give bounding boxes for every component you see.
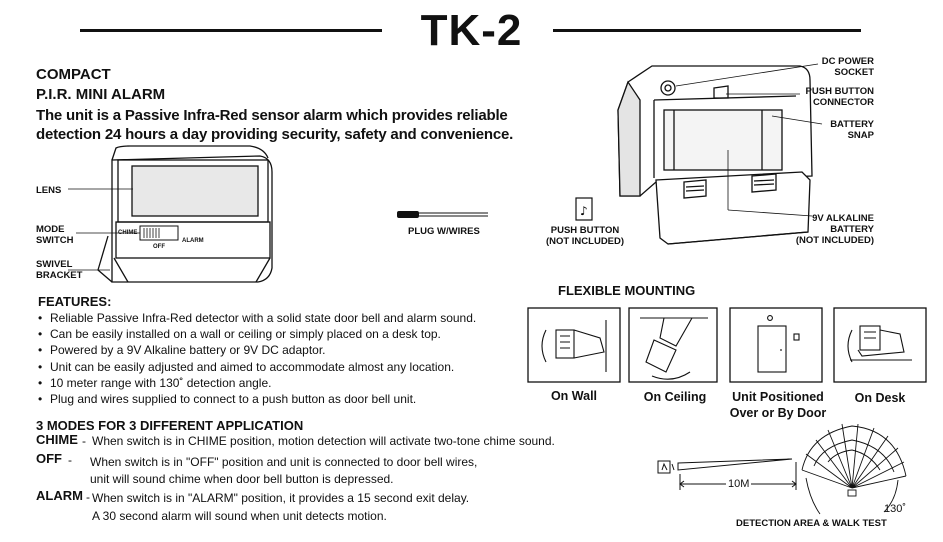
lens-label: LENS — [36, 185, 62, 196]
title-rule-left — [80, 29, 382, 32]
plug-label: PLUG W/WIRES — [408, 226, 480, 237]
intro-line-1: The unit is a Passive Infra-Red sensor a… — [36, 107, 508, 124]
door-mount-icon — [757, 315, 800, 373]
battery-snap-label-1: BATTERY — [830, 119, 874, 130]
intro-line-2: detection 24 hours a day providing secur… — [36, 126, 514, 143]
feature-item: 10 meter range with 130˚ detection angle… — [36, 375, 526, 391]
product-subtitle: P.I.R. MINI ALARM — [36, 86, 166, 103]
battery-snap-label-2: SNAP — [847, 130, 874, 141]
feature-item: Powered by a 9V Alkaline battery or 9V D… — [36, 342, 526, 358]
alkaline-label-2: BATTERY — [830, 224, 874, 235]
page-title: TK-2 — [420, 6, 523, 55]
mode-switch-label-1: MODE — [36, 224, 65, 235]
push-button-label-1: PUSH BUTTON — [550, 225, 620, 236]
caption-on-desk: On Desk — [854, 391, 906, 405]
caption-door-1: Unit Positioned — [732, 390, 824, 404]
swivel-label-2: BRACKET — [36, 270, 83, 281]
title-rule-right — [553, 29, 861, 32]
mode-alarm-key: ALARM — [36, 488, 83, 503]
detection-caption: DETECTION AREA & WALK TEST — [736, 518, 887, 529]
wall-mount-icon — [541, 320, 607, 372]
svg-text:♪: ♪ — [580, 204, 588, 218]
feature-item: Reliable Passive Infra-Red detector with… — [36, 310, 526, 326]
compact-label: COMPACT — [36, 66, 111, 83]
mode-alarm-text-2: A 30 second alarm will sound when unit d… — [92, 509, 387, 523]
feature-item: Unit can be easily adjusted and aimed to… — [36, 359, 526, 375]
dc-power-label-1: DC POWER — [821, 56, 874, 67]
mode-off-text-2: unit will sound chime when door bell but… — [90, 472, 394, 486]
caption-door-2: Over or By Door — [729, 406, 827, 420]
range-label: 10M — [726, 478, 752, 490]
detection-fan — [801, 423, 907, 515]
desk-mount-icon — [847, 325, 912, 363]
mode-alarm-dash: - — [86, 490, 90, 504]
mode-off-dash: - — [68, 453, 72, 467]
mode-chime-dash: - — [82, 434, 86, 448]
mode-chime-key: CHIME — [36, 432, 78, 447]
mode-off-key: OFF — [36, 451, 62, 466]
push-connector-label-1: PUSH BUTTON — [805, 86, 874, 97]
swivel-label-1: SWIVEL — [36, 259, 73, 270]
mode-switch-label-2: SWITCH — [36, 235, 74, 246]
feature-item: Plug and wires supplied to connect to a … — [36, 391, 526, 407]
switch-chime-label: CHIME — [118, 230, 138, 236]
features-heading: FEATURES: — [38, 294, 112, 309]
push-button-label-2: (NOT INCLUDED) — [545, 236, 625, 247]
mode-alarm-text-1: When switch is in "ALARM" position, it p… — [92, 491, 470, 505]
dc-power-label-2: SOCKET — [834, 67, 874, 78]
alkaline-label-1: 9V ALKALINE — [812, 213, 874, 224]
mode-chime-text: When switch is in CHIME position, motion… — [92, 434, 555, 448]
switch-off-label: OFF — [153, 244, 165, 250]
modes-heading: 3 MODES FOR 3 DIFFERENT APPLICATION — [36, 418, 304, 433]
alkaline-label-3: (NOT INCLUDED) — [795, 235, 874, 246]
mounting-heading: FLEXIBLE MOUNTING — [558, 283, 696, 298]
ceiling-mount-icon — [640, 317, 708, 380]
caption-on-wall: On Wall — [550, 389, 598, 403]
feature-item: Can be easily installed on a wall or cei… — [36, 326, 526, 342]
angle-label: 130˚ — [884, 503, 907, 515]
switch-alarm-label: ALARM — [182, 238, 204, 244]
caption-on-ceiling: On Ceiling — [643, 390, 707, 404]
push-connector-label-2: CONNECTOR — [812, 97, 874, 108]
mode-off-text-1: When switch is in "OFF" position and uni… — [90, 455, 478, 469]
features-list: Reliable Passive Infra-Red detector with… — [36, 310, 526, 407]
